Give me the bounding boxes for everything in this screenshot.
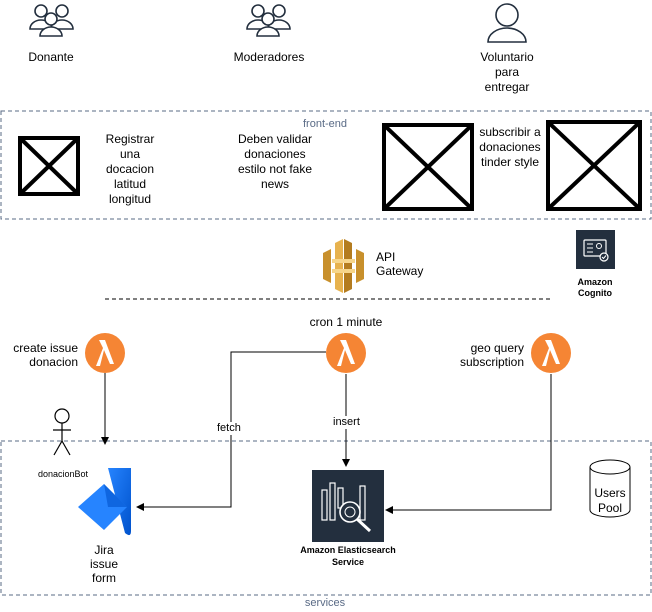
lambda-icon-create-issue	[85, 333, 125, 373]
actor-voluntario-label: Voluntario para entregar	[480, 50, 534, 94]
actor-moderadores-label: Moderadores	[233, 50, 305, 64]
api-gateway-icon	[323, 239, 364, 293]
insert-edge-label: insert	[332, 416, 361, 429]
lambda-create-issue-label: create issue donacion	[13, 341, 78, 369]
actor-donante-label: Donante	[28, 50, 74, 64]
lambda-icon-cron	[326, 333, 366, 373]
api-gateway-label: API Gateway	[376, 250, 424, 278]
edge-geo-query	[385, 374, 552, 514]
jira-icon	[78, 468, 131, 536]
jira-label: Jira issue form	[89, 543, 118, 585]
missing-image-3	[546, 120, 642, 211]
donante-icon	[29, 4, 74, 37]
frontend-group	[0, 110, 652, 220]
deben-text: Deben validar donaciones estilo not fake…	[237, 132, 313, 191]
donacion-bot-label: donacionBot	[37, 469, 89, 479]
lambda-icon-geo-query	[531, 333, 571, 373]
registrar-text: Registrar una docacion latitud longitud	[105, 132, 155, 206]
cognito-label: Amazon Cognito	[577, 277, 613, 298]
elasticsearch-label: Amazon Elasticsearch Service	[300, 545, 396, 567]
fetch-edge-label: fetch	[216, 422, 242, 435]
missing-image-2	[382, 123, 474, 211]
voluntario-icon	[487, 3, 527, 43]
services-group	[0, 440, 652, 596]
users-pool-icon	[589, 459, 631, 518]
elasticsearch-icon	[312, 470, 384, 542]
services-group-title: services	[304, 597, 346, 609]
frontend-group-title: front-end	[302, 118, 348, 130]
donacion-bot-icon	[53, 408, 71, 456]
cognito-icon	[576, 230, 615, 269]
lambda-cron-label: cron 1 minute	[309, 315, 383, 329]
lambda-geo-query-label: geo query subscription	[459, 341, 524, 369]
moderadores-icon	[246, 4, 291, 37]
subscribir-text: subscribir a donaciones tinder style	[479, 125, 541, 169]
users-pool-label: Users Pool	[594, 486, 626, 515]
missing-image-1	[18, 136, 80, 196]
